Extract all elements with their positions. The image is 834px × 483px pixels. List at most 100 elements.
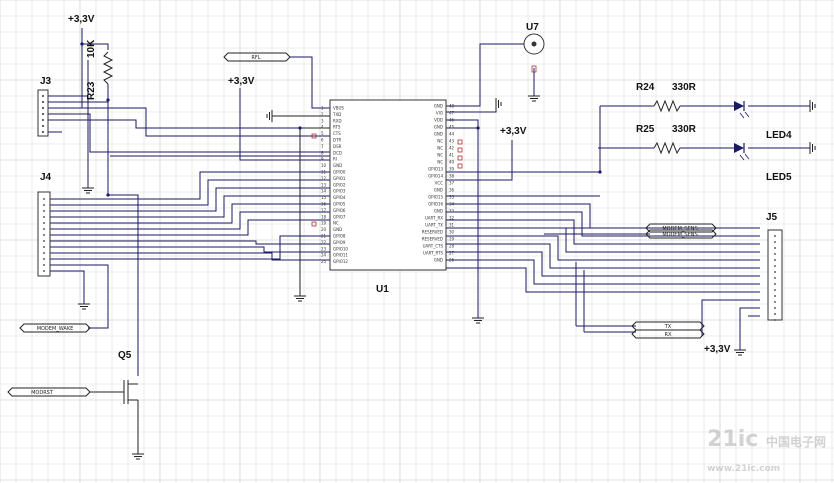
connector-j5 xyxy=(767,229,783,321)
u1-pin-right: VDD xyxy=(434,118,443,123)
u1-pin-number: 22 xyxy=(321,240,327,245)
u1-pin-left: CTS xyxy=(333,131,341,136)
u1-pin-number: 40 xyxy=(449,160,455,165)
led-led5 xyxy=(734,143,750,161)
u1-pin-left: GPIO5 xyxy=(333,202,346,207)
u1-pin-number: 21 xyxy=(321,234,327,239)
label-j3: J3 xyxy=(40,76,52,87)
transistor-q5 xyxy=(90,380,139,454)
label-p33-c: +3,3V xyxy=(500,126,527,137)
u1-pin-number: 35 xyxy=(449,195,455,200)
u1-pin-number: 46 xyxy=(449,118,455,123)
resistor-r25 xyxy=(653,141,681,155)
svg-text:TX: TX xyxy=(664,324,672,330)
led-led4 xyxy=(734,101,750,119)
u1-pin-number: 28 xyxy=(449,244,455,249)
u1-pin-left: GPIO3 xyxy=(333,189,346,194)
u1-pin-left: GPIO9 xyxy=(333,240,346,245)
label-r25: R25 xyxy=(636,124,655,135)
ground-symbol xyxy=(82,187,94,194)
resistor-r23 xyxy=(102,51,114,85)
u1-pin-number: 24 xyxy=(321,253,327,258)
u1-pin-number: 39 xyxy=(449,167,455,172)
u1-pin-number: 7 xyxy=(321,144,324,149)
u1-pin-number: 9 xyxy=(321,157,324,162)
u1-pin-left: RXD xyxy=(333,118,342,123)
u1-pin-number: 48 xyxy=(449,104,455,109)
u1-pin-left: GPIO11 xyxy=(333,253,348,258)
u1-pin-right: RESERVED xyxy=(422,237,443,242)
u1-pin-right: GPIO13 xyxy=(428,167,443,172)
u1-pin-number: 41 xyxy=(449,153,455,158)
u1-pin-left: DTR xyxy=(333,138,342,143)
u1-pin-number: 12 xyxy=(321,176,327,181)
u1-pin-left: GPIO7 xyxy=(333,214,346,219)
u1-pin-right: GND xyxy=(434,258,443,263)
ground-symbol xyxy=(809,100,816,112)
u1-pin-number: 16 xyxy=(321,202,327,207)
junction-dots xyxy=(80,42,602,197)
u1-pin-left: GPIO4 xyxy=(333,195,346,200)
u1-pin-left: RTS xyxy=(333,125,341,130)
u1-pin-right: GND xyxy=(434,132,443,137)
u1-pin-number: 20 xyxy=(321,227,327,232)
u1-pin-left: GPIO1 xyxy=(333,176,346,181)
u1-pin-number: 17 xyxy=(321,208,327,213)
u1-pin-number: 4 xyxy=(321,125,324,130)
u1-left-pin-labels: VBUS1TXD2RXD3RTS4CTS5DTR6DSR7DCD8RI9GND1… xyxy=(321,106,348,265)
net-flag-rfl: RFL xyxy=(223,52,291,62)
u1-pin-right: GPIO15 xyxy=(428,195,443,200)
u1-pin-number: 42 xyxy=(449,146,455,151)
u1-pin-left: GPIO2 xyxy=(333,182,346,187)
u1-pin-number: 18 xyxy=(321,214,327,219)
label-u1: U1 xyxy=(376,284,389,295)
u1-pin-number: 32 xyxy=(449,216,455,221)
u1-pin-number: 27 xyxy=(449,251,455,256)
resistor-r24 xyxy=(653,99,681,113)
label-r25-value: 330R xyxy=(672,124,697,135)
u1-pin-right: NC xyxy=(437,139,443,144)
net-flag-modem-wake: MODEM_WAKE xyxy=(19,323,91,333)
label-r23: R23 xyxy=(86,81,97,100)
connector-j4 xyxy=(37,191,51,277)
u1-pin-number: 25 xyxy=(321,259,327,264)
u1-pin-right: GND xyxy=(434,104,443,109)
wire-layer xyxy=(48,28,810,376)
label-j4: J4 xyxy=(40,172,52,183)
u1-pin-right: RESERVED xyxy=(422,230,443,235)
u1-pin-number: 5 xyxy=(321,131,324,136)
u1-pin-left: GPIO6 xyxy=(333,208,346,213)
u1-pin-right: UART_RTS xyxy=(423,251,444,256)
u1-pin-number: 30 xyxy=(449,230,455,235)
label-p33-a: +3,3V xyxy=(68,14,95,25)
u1-pin-number: 36 xyxy=(449,188,455,193)
ground-symbol xyxy=(78,303,90,310)
u1-pin-right: NC xyxy=(437,146,443,151)
ground-symbol xyxy=(132,453,144,460)
u1-pin-left: GPIO10 xyxy=(333,246,348,251)
u1-pin-right: GPIO16 xyxy=(428,202,443,207)
u1-pin-left: GPIO0 xyxy=(333,170,346,175)
ground-symbol xyxy=(734,349,746,356)
u1-pin-right: NC xyxy=(437,160,443,165)
net-flag-modrst: MODRST xyxy=(7,387,91,397)
u1-pin-number: 45 xyxy=(449,125,455,130)
u1-pin-left: GND xyxy=(333,163,342,168)
u1-pin-number: 38 xyxy=(449,174,455,179)
ground-symbol xyxy=(294,295,306,302)
u1-pin-right: GND xyxy=(434,188,443,193)
svg-text:MODEM_SENS: MODEM_SENS xyxy=(662,226,697,232)
u1-pin-number: 26 xyxy=(449,258,455,263)
svg-text:RX: RX xyxy=(665,332,672,338)
label-q5: Q5 xyxy=(118,350,132,361)
u1-pin-right: VCC xyxy=(435,181,444,186)
u1-pin-number: 2 xyxy=(321,112,324,117)
ground-symbol xyxy=(495,98,502,110)
u1-pin-number: 37 xyxy=(449,181,455,186)
label-j5: J5 xyxy=(766,212,778,223)
u1-pin-right: NC xyxy=(437,153,443,158)
ground-symbol xyxy=(528,95,540,102)
